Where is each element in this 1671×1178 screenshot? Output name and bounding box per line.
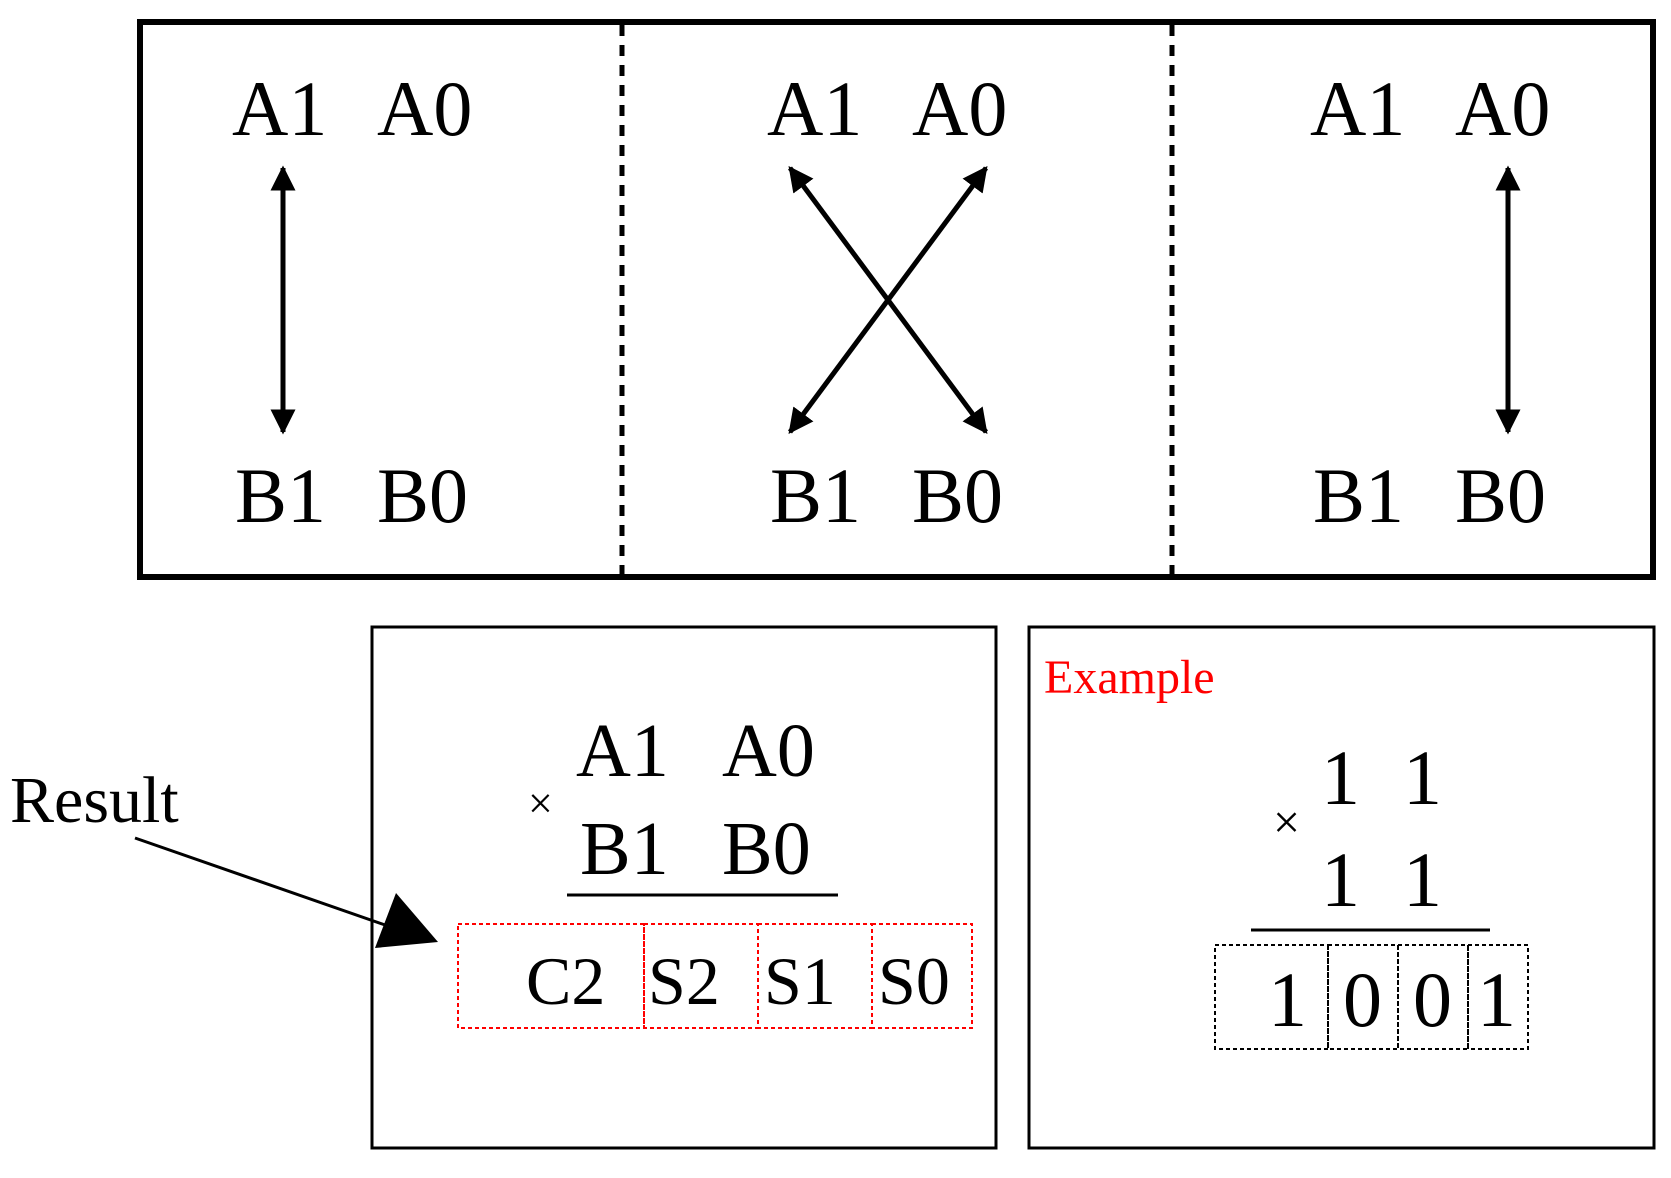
multiply-operator: × <box>528 779 553 828</box>
digit: 1 <box>1403 734 1442 821</box>
top-panel-frame <box>137 19 1656 580</box>
label-b1: B1 <box>235 452 326 539</box>
label-b0: B0 <box>722 807 811 891</box>
multiplication-frame <box>370 625 998 1150</box>
arrow-a0-b1 <box>787 165 989 435</box>
label-b0: B0 <box>1455 452 1546 539</box>
label-a1: A1 <box>767 65 862 152</box>
result-cell-c2 <box>457 923 645 1029</box>
label-a1: A1 <box>232 65 327 152</box>
label-b1: B1 <box>1313 452 1404 539</box>
example-cell <box>1467 944 1529 1050</box>
label-a0: A0 <box>722 709 815 793</box>
example-cell-text: 0 <box>1343 956 1382 1043</box>
digit: 1 <box>1403 836 1442 923</box>
label-b0: B0 <box>377 452 468 539</box>
label-a1: A1 <box>1310 65 1405 152</box>
section-1: A1 A0 B1 B0 <box>232 65 472 539</box>
result-label: Result <box>10 764 179 837</box>
section-3: A1 A0 B1 B0 <box>1310 65 1550 539</box>
example-result-cells: 1 0 0 1 <box>1214 944 1529 1050</box>
result-cell-s0 <box>871 923 973 1029</box>
example-title: Example <box>1044 651 1215 704</box>
result-cells: C2 S2 S1 S0 <box>457 923 973 1029</box>
example-panel: Example × 1 1 1 1 1 0 0 1 <box>1027 625 1656 1150</box>
label-a0: A0 <box>912 65 1007 152</box>
example-cell-text: 1 <box>1477 956 1516 1043</box>
result-cell-s1 <box>757 923 873 1029</box>
result-cell-text: C2 <box>526 943 605 1019</box>
result-cell-text: S1 <box>764 943 836 1019</box>
example-frame <box>1027 625 1656 1150</box>
label-a1: A1 <box>576 709 669 793</box>
result-pointer-arrowhead <box>375 893 438 948</box>
label-b1: B1 <box>770 452 861 539</box>
label-a0: A0 <box>1455 65 1550 152</box>
result-pointer-line <box>134 836 389 928</box>
result-cell-text: S2 <box>648 943 720 1019</box>
label-a0: A0 <box>377 65 472 152</box>
example-cell-text: 0 <box>1413 956 1452 1043</box>
label-b0: B0 <box>912 452 1003 539</box>
section-2: A1 A0 B1 B0 <box>767 65 1007 539</box>
label-b1: B1 <box>580 807 669 891</box>
digit: 1 <box>1321 734 1360 821</box>
example-cell-text: 1 <box>1268 956 1307 1043</box>
result-cell-text: S0 <box>878 943 950 1019</box>
top-panel: A1 A0 B1 B0 A1 A0 B1 B0 A1 A0 B1 B0 <box>137 19 1656 580</box>
digit: 1 <box>1321 836 1360 923</box>
multiplication-panel: × A1 A0 B1 B0 C2 S2 S1 S0 <box>370 625 998 1150</box>
multiply-operator: × <box>1273 796 1300 849</box>
result-cell-s2 <box>643 923 759 1029</box>
